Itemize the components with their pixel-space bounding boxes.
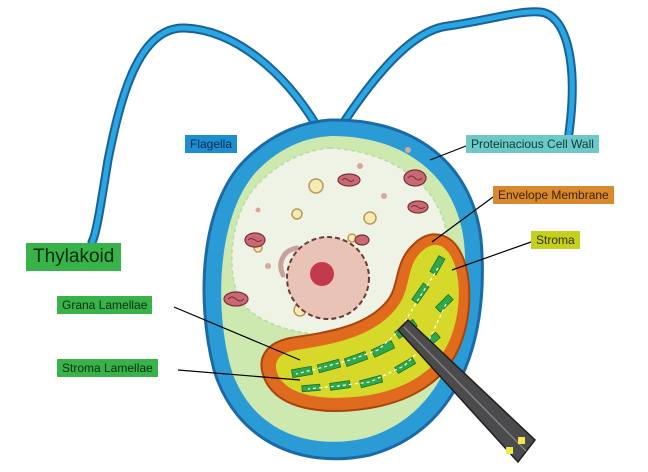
stroma-label: Stroma [531,231,580,249]
flagella-label: Flagella [185,135,237,153]
nucleolus [310,262,334,286]
envelope-membrane-label: Envelope Membrane [493,186,614,204]
thylakoid-label: Thylakoid [26,243,121,271]
stroma-lamellae-label: Stroma Lamellae [57,359,158,377]
nucleus [287,237,369,319]
grana-lamellae-label: Grana Lamellae [57,296,152,314]
cell-wall-label: Proteinacious Cell Wall [466,135,599,153]
